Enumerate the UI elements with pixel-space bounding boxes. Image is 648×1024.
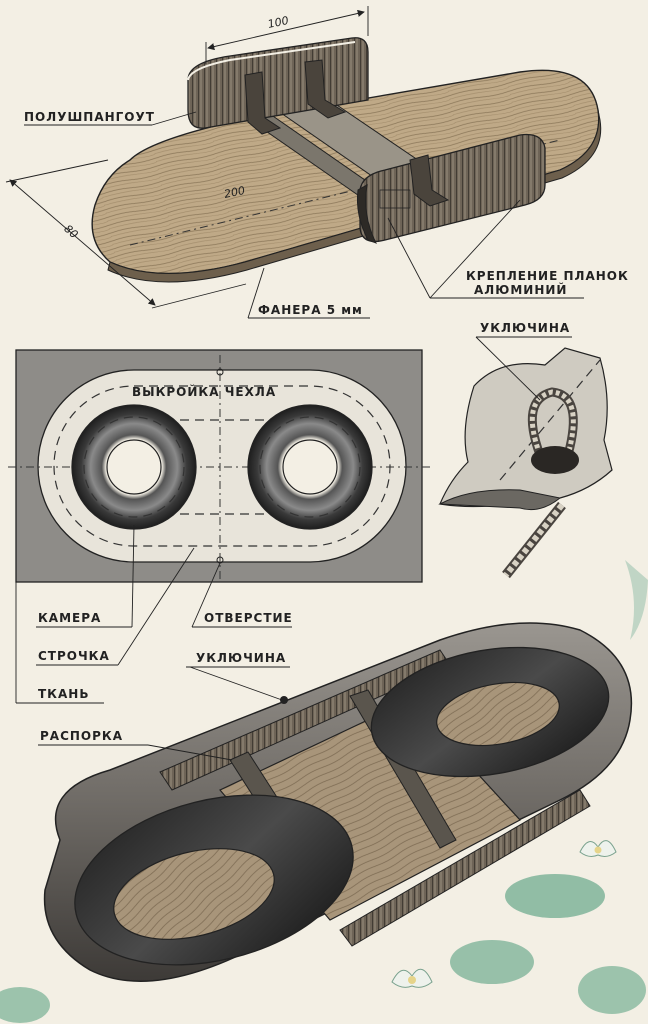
dim-label-100: 100 — [267, 14, 290, 31]
lily-pad-icon — [450, 940, 534, 984]
lily-pad-icon — [578, 966, 646, 1014]
half-frame-rear — [187, 37, 369, 135]
label-stitch: СТРОЧКА — [38, 649, 110, 663]
label-fabric: ТКАНЬ — [38, 687, 89, 701]
label-spreader: РАСПОРКА — [40, 729, 123, 743]
lily-pad-icon — [505, 874, 605, 918]
label-plywood: ФАНЕРА 5 мм — [258, 303, 363, 317]
label-half-frame: ПОЛУШПАНГОУТ — [24, 110, 155, 124]
half-frame-front — [357, 133, 546, 244]
label-aluminium: АЛЮМИНИЙ — [474, 282, 567, 297]
label-fastening: КРЕПЛЕНИЕ ПЛАНОК — [466, 269, 629, 283]
water-lily-icon — [579, 840, 617, 857]
figure-assembled-boat: УКЛЮЧИНА РАСПОРКА — [38, 622, 633, 982]
label-chamber: КАМЕРА — [38, 611, 101, 625]
water-lily-icon — [391, 968, 433, 988]
figure-cover-pattern: ВЫКРОЙКА ЧЕХЛА КАМЕРА СТРОЧКА ОТВЕРСТИЕ … — [8, 349, 430, 704]
figure-oarlock-detail: УКЛЮЧИНА — [438, 321, 613, 579]
label-oarlock-detail: УКЛЮЧИНА — [480, 321, 570, 335]
label-cover-pattern: ВЫКРОЙКА ЧЕХЛА — [132, 384, 276, 399]
dim-label-200: 200 — [223, 184, 246, 201]
lily-pad-icon — [0, 987, 50, 1023]
label-oarlock-boat: УКЛЮЧИНА — [196, 651, 286, 665]
figure-floor-assembly: 100 200 80 ПОЛУШПАНГОУТ КРЕПЛЕНИЕ ПЛАНОК… — [5, 6, 629, 319]
oarlock-fabric — [439, 347, 613, 508]
label-hole: ОТВЕРСТИЕ — [204, 611, 293, 625]
water-lily-decoration — [0, 560, 648, 1023]
